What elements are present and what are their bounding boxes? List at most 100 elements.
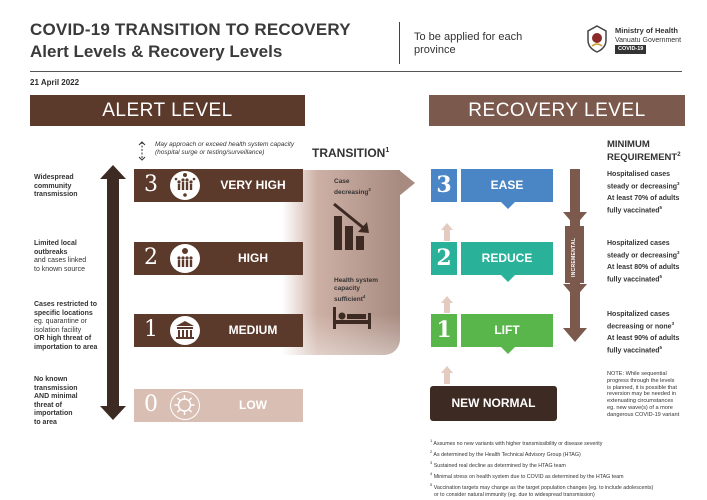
side-line: specific locations (34, 309, 93, 317)
transition-sup: 1 (385, 147, 390, 154)
req-sup: 3 (677, 249, 680, 255)
req-line: steady or decreasing (607, 182, 678, 190)
req-line: decreasing or none (607, 322, 672, 330)
req-sup: 5 (659, 344, 663, 350)
side-line: threat of (34, 401, 62, 409)
side-line: outbreaks (34, 248, 68, 256)
transition-title-text: TRANSITION (312, 146, 386, 160)
alert-level-label: HIGH (238, 251, 268, 265)
ministry-crest-icon (584, 24, 610, 54)
footnote-sup: 1 (430, 438, 433, 443)
footnote-sup: 2 (430, 449, 433, 455)
alert-level-label: LOW (239, 398, 267, 412)
note-line: is planned, it is possible that (607, 384, 677, 391)
side-line: to area (34, 418, 57, 426)
hs-sup: 4 (362, 294, 366, 299)
alert-level-label: MEDIUM (228, 323, 278, 337)
side-label-medium: Cases restricted to specific locations e… (34, 301, 109, 353)
up-arrow-shaft (444, 373, 450, 384)
minimum-requirement-title: MINIMUM REQUIREMENT2 (607, 139, 681, 163)
footnote-text: or to consider natural immunity (eg. due… (434, 492, 595, 499)
header-divider (399, 22, 400, 64)
requirement-ease: Hospitalised cases steady or decreasing3… (607, 171, 699, 216)
ministry-government: Vanuatu Government (615, 36, 682, 44)
alert-level-number: 3 (144, 172, 158, 197)
callout-notch (501, 202, 515, 209)
footnote: 1 Assumes no new variants with higher tr… (430, 437, 695, 448)
footnote-text: Minimal stress on health system due to C… (433, 473, 624, 480)
req-line: At least 80% of adults (607, 264, 680, 272)
capacity-note-line2: (hospital surge or testing/surveillance) (155, 149, 265, 156)
alert-level-header: ALERT LEVEL (30, 95, 305, 126)
req-line: At least 90% of adults (607, 335, 680, 343)
applied-note: To be applied for each province (414, 31, 523, 56)
req-line: Hospitalized cases (607, 311, 670, 318)
incremental-band: INCREMENTAL (565, 226, 584, 283)
hs-line2: capacity (334, 285, 361, 292)
footnote-text: Sustained real decline as determined by … (433, 462, 566, 469)
capacity-note-line1: May approach or exceed health system cap… (155, 141, 295, 148)
side-line: importation (34, 410, 73, 418)
callout-notch (501, 275, 515, 282)
footnote: or to consider natural immunity (eg. due… (430, 492, 695, 499)
req-sup: 3 (671, 320, 675, 326)
side-line: Cases restricted to (34, 301, 98, 308)
side-line: and cases linked (34, 257, 87, 265)
recovery-level-reduce: 2 REDUCE (431, 242, 555, 282)
recovery-level-header: RECOVERY LEVEL (429, 95, 685, 126)
recovery-level-number: 1 (431, 314, 457, 347)
req-sup: 5 (659, 273, 663, 279)
side-line: community (34, 182, 72, 190)
req-line: At least 70% of adults (607, 195, 680, 203)
footnote-text: Vaccination targets may change as the ta… (433, 485, 654, 492)
req-line: fully vaccinated (607, 276, 660, 284)
note-line: eg. new wave(s) of a more (607, 404, 673, 411)
footnote-text: As determined by the Health Technical Ad… (433, 451, 581, 458)
req-line: Hospitalized cases (607, 240, 670, 247)
req-line: fully vaccinated (607, 347, 660, 355)
footnotes: 1 Assumes no new variants with higher tr… (430, 437, 695, 500)
transition-title: TRANSITION1 (312, 146, 389, 160)
side-line: Widespread (34, 174, 74, 181)
down-arrow-icon (563, 212, 587, 226)
case-line1: Case (334, 178, 350, 185)
side-line: to known source (34, 265, 85, 273)
note-line: dangerous COVID-19 variant (607, 411, 680, 418)
crowd-icon (170, 171, 200, 200)
page-title: COVID-19 TRANSITION TO RECOVERY (30, 20, 351, 39)
capacity-note: May approach or exceed health system cap… (155, 141, 294, 157)
min-req-line1: MINIMUM (607, 139, 650, 150)
alert-level-low: 0 LOW (134, 389, 303, 422)
requirement-lift: Hospitalized cases decreasing or none3 A… (607, 311, 699, 356)
alert-level-medium: 1 MEDIUM (134, 314, 303, 347)
page-subtitle: Alert Levels & Recovery Levels (30, 42, 283, 61)
min-req-line2: REQUIREMENT (607, 152, 678, 164)
ministry-label: Ministry of Health Vanuatu Government CO… (615, 26, 695, 54)
note-line: progress through the levels (607, 377, 675, 384)
side-line: AND minimal (34, 393, 78, 401)
footnote-text: Assumes no new variants with higher tran… (433, 440, 603, 447)
header-rule (30, 71, 682, 72)
alert-scale-arrow-up (100, 165, 126, 179)
up-arrow-icon (441, 366, 453, 373)
req-line: Hospitalised cases (607, 171, 671, 178)
building-icon (170, 316, 200, 345)
req-sup: 3 (677, 180, 680, 186)
alert-level-label: VERY HIGH (220, 178, 286, 192)
side-line: eg. quarantine or (34, 318, 87, 326)
alert-level-number: 1 (144, 317, 158, 342)
footnote: 5 Vaccination targets may change as the … (430, 481, 695, 492)
side-label-high: Limited local outbreaks and cases linked… (34, 240, 109, 274)
req-line: fully vaccinated (607, 207, 660, 215)
note-line: reversion may be needed in (607, 391, 677, 398)
hospital-bed-icon (332, 305, 372, 336)
side-line: OR high threat of (34, 335, 92, 343)
ministry-name: Ministry of Health (615, 26, 678, 35)
alert-level-very-high: 3 VERY HIGH (134, 169, 303, 202)
alert-level-number: 2 (144, 245, 158, 270)
side-line: importation to area (34, 343, 98, 351)
callout-notch (501, 347, 515, 354)
side-line: isolation facility (34, 326, 82, 334)
alert-level-high: 2 HIGH (134, 242, 303, 275)
reversion-note: NOTE: While sequential progress through … (607, 371, 695, 419)
